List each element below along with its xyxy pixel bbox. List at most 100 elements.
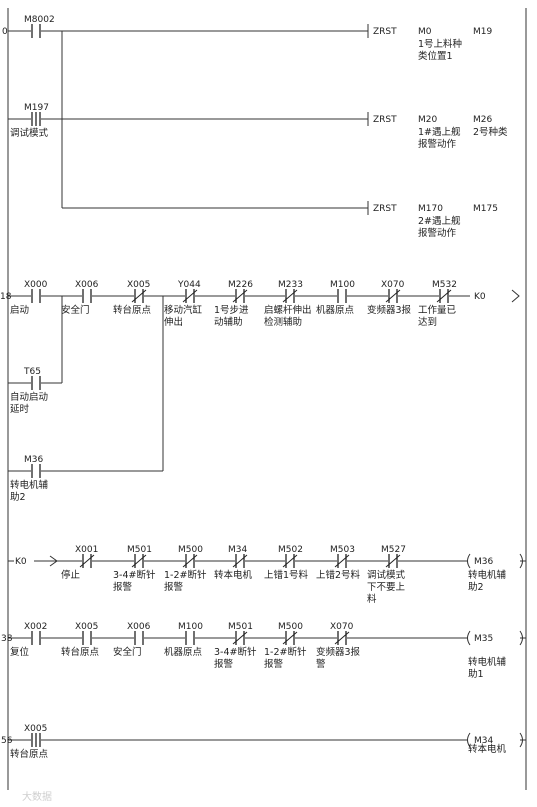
contact-comment: 工作量已 bbox=[418, 304, 457, 316]
zrst1-comment-2: 类位置1 bbox=[418, 50, 453, 62]
contact-address: M226 bbox=[228, 280, 253, 290]
contact-comment: 调试模式 bbox=[367, 569, 406, 581]
contact-comment: 转台原点 bbox=[113, 304, 152, 316]
coil-m35-comment-1: 转电机辅 bbox=[468, 656, 507, 668]
contact-comment: 变频器3报 bbox=[316, 646, 361, 658]
coil-m36-comment-2: 助2 bbox=[468, 581, 484, 593]
contact-comment: 3-4#断针 bbox=[113, 569, 156, 581]
contact-comment: 达到 bbox=[418, 316, 437, 328]
contact-comment: 报警 bbox=[164, 581, 184, 593]
contact-address: M100 bbox=[178, 622, 203, 632]
zrst1-op1: M0 bbox=[418, 27, 432, 37]
contact-address: X070 bbox=[381, 280, 405, 290]
contact-address: M501 bbox=[127, 545, 152, 555]
contact-address: X006 bbox=[75, 280, 99, 290]
contact-comment: 伸出 bbox=[164, 316, 183, 328]
contact-address: M502 bbox=[278, 545, 303, 555]
zrst3-comment-1: 2#遇上舰 bbox=[418, 215, 461, 227]
contact-comment: 自动启动 bbox=[10, 391, 48, 403]
contact-address: M500 bbox=[278, 622, 303, 632]
contact-address: M34 bbox=[228, 545, 247, 555]
step-0: 0 bbox=[2, 27, 8, 37]
contact-comment: 检测辅助 bbox=[264, 316, 302, 328]
zrst2-comment-2: 报警动作 bbox=[418, 138, 457, 150]
watermark-text: 大数据 bbox=[22, 790, 52, 803]
coil-m35-addr: M35 bbox=[474, 634, 493, 644]
contact-address: M233 bbox=[278, 280, 303, 290]
contact-comment: 1号步进 bbox=[214, 305, 249, 316]
coil-m34-addr: M34 bbox=[474, 736, 493, 746]
contact-address: X070 bbox=[330, 622, 354, 632]
zrst2-comment2: 2号种类 bbox=[473, 126, 508, 138]
contact-address: X005 bbox=[75, 622, 98, 632]
contact-address: X001 bbox=[75, 545, 98, 555]
zrst1-comment-1: 1号上料种 bbox=[418, 38, 462, 50]
zrst3-instr: ZRST bbox=[373, 204, 397, 214]
zrst3-comment-2: 报警动作 bbox=[418, 227, 457, 239]
contact-address: M36 bbox=[24, 455, 43, 465]
contact-comment: 料 bbox=[367, 593, 377, 605]
contact-comment: 动辅助 bbox=[214, 316, 243, 328]
contact-comment: 警 bbox=[316, 658, 326, 670]
contact-comment: 调试模式 bbox=[10, 127, 49, 139]
contact-comment: 复位 bbox=[10, 646, 30, 658]
contact-x070-r18: X070 变频器3报 bbox=[367, 280, 412, 316]
contact-address: M8002 bbox=[24, 15, 55, 25]
contact-address: T65 bbox=[23, 367, 41, 377]
zrst2-op1: M20 bbox=[418, 115, 437, 125]
contact-comment: 启动 bbox=[10, 304, 29, 316]
contact-comment: 转台原点 bbox=[10, 748, 49, 760]
contact-address: M527 bbox=[381, 545, 406, 555]
contact-x005-r38: X005 转台原点 bbox=[61, 622, 100, 658]
zrst1-instr: ZRST bbox=[373, 27, 397, 37]
contact-address: M501 bbox=[228, 622, 253, 632]
contact-comment: 1-2#断针 bbox=[264, 646, 307, 658]
contact-address: X000 bbox=[24, 280, 48, 290]
step-38: 38 bbox=[1, 634, 13, 644]
zrst3-op2: M175 bbox=[473, 204, 498, 214]
coil-m36-comment-1: 转电机辅 bbox=[468, 569, 507, 581]
jump-target-k0: K0 bbox=[474, 292, 486, 302]
contact-x005-r56: X005 转台原点 bbox=[10, 724, 49, 760]
contact-comment: 转台原点 bbox=[61, 646, 100, 658]
contact-comment: 1-2#断针 bbox=[164, 569, 207, 581]
contact-comment: 报警 bbox=[264, 658, 284, 670]
contact-comment: 安全门 bbox=[113, 646, 142, 658]
zrst2-op2: M26 bbox=[473, 115, 492, 125]
contact-comment: 报警 bbox=[113, 581, 133, 593]
contact-address: M100 bbox=[330, 280, 355, 290]
coil-m36-addr: M36 bbox=[474, 557, 493, 567]
contact-address: Y044 bbox=[177, 280, 201, 290]
contact-comment: 转电机辅 bbox=[10, 479, 49, 491]
contact-comment: 延时 bbox=[10, 403, 30, 415]
contact-address: X005 bbox=[24, 724, 47, 734]
contact-comment: 报警 bbox=[214, 658, 234, 670]
zrst2-instr: ZRST bbox=[373, 115, 397, 125]
contact-address: M500 bbox=[178, 545, 203, 555]
contact-comment: 变频器3报 bbox=[367, 304, 412, 316]
zrst2-comment-1: 1#遇上舰 bbox=[418, 126, 461, 138]
contact-comment: 移动汽缸 bbox=[164, 304, 203, 316]
contact-comment: 启螺杆伸出 bbox=[264, 304, 312, 316]
step-56: 56 bbox=[1, 736, 13, 746]
contact-comment: 3-4#断针 bbox=[214, 646, 257, 658]
